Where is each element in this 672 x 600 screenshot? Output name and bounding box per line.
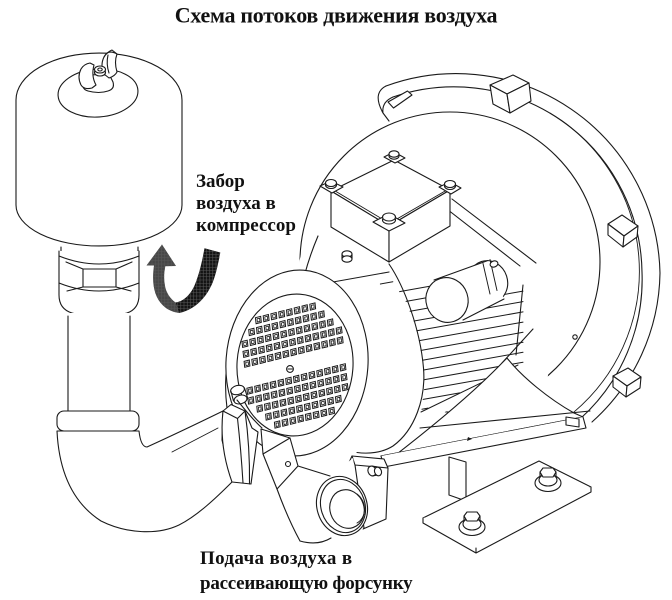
svg-text:воздуха в: воздуха в <box>196 193 276 214</box>
svg-text:Подача воздуха в: Подача воздуха в <box>200 548 352 569</box>
svg-text:рассеивающую форсунку: рассеивающую форсунку <box>200 573 413 594</box>
svg-text:Схема потоков движения воздуха: Схема потоков движения воздуха <box>175 3 498 28</box>
svg-text:Забор: Забор <box>196 171 245 192</box>
svg-text:компрессор: компрессор <box>196 215 296 236</box>
